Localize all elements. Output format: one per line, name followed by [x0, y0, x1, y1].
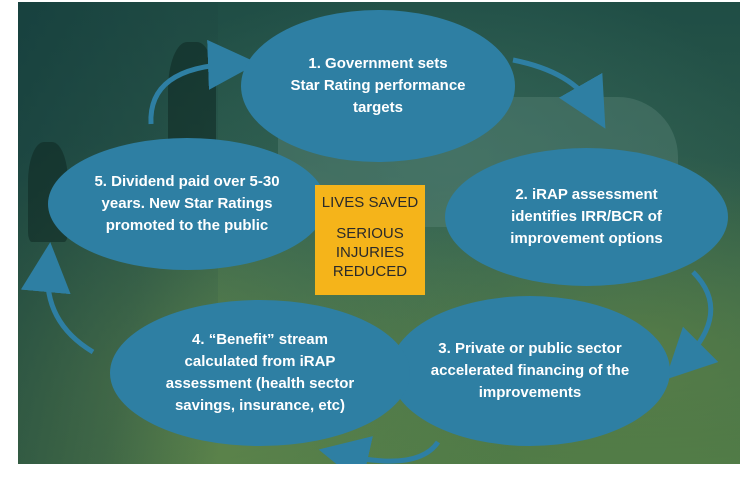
step-5-node: 5. Dividend paid over 5-30 years. New St… [48, 138, 326, 270]
step-4-node: 4. “Benefit” stream calculated from iRAP… [110, 300, 410, 446]
arrow-2-to-3 [665, 270, 719, 380]
arrow-4-to-5 [20, 242, 95, 355]
step-1-node: 1. Government sets Star Rating performan… [241, 10, 515, 162]
lives-saved-label: LIVES SAVED [321, 194, 419, 211]
arrow-1-to-2 [512, 57, 606, 129]
step-3-node: 3. Private or public sector accelerated … [390, 296, 670, 446]
step-2-text: 2. iRAP assessment identifies IRR/BCR of… [510, 186, 663, 247]
step-5-text: 5. Dividend paid over 5-30 years. New St… [94, 173, 280, 234]
injuries-reduced-label: SERIOUS INJURIES REDUCED [332, 225, 408, 280]
step-2-node: 2. iRAP assessment identifies IRR/BCR of… [445, 148, 728, 286]
step-3-text: 3. Private or public sector accelerated … [430, 340, 630, 401]
arrow-3-to-4 [318, 436, 441, 464]
step-4-text: 4. “Benefit” stream calculated from iRAP… [165, 331, 355, 414]
arrow-5-to-1 [148, 39, 258, 125]
cycle-arrows [20, 39, 719, 464]
outcome-box: LIVES SAVED SERIOUS INJURIES REDUCED [315, 185, 425, 295]
step-1-text: 1. Government sets Star Rating performan… [290, 55, 466, 116]
